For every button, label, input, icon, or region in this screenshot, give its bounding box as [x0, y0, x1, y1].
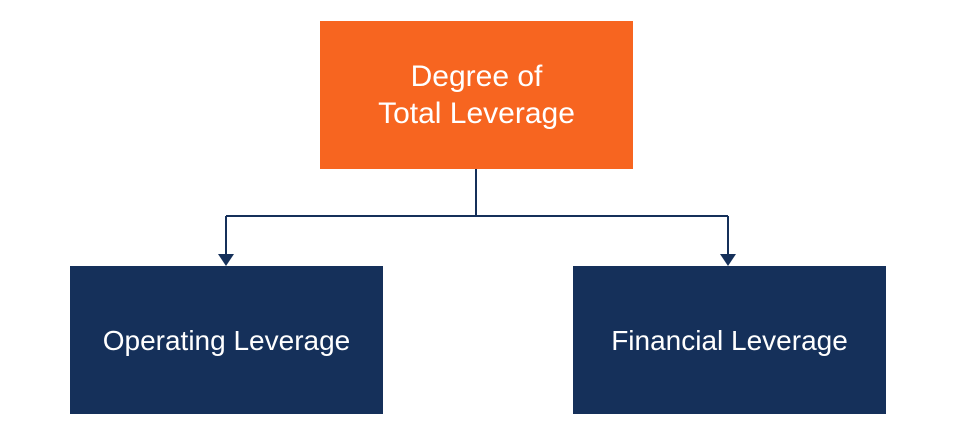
right-arrowhead — [720, 254, 736, 266]
degree-of-total-leverage-box: Degree of Total Leverage — [320, 21, 633, 169]
financial-leverage-box: Financial Leverage — [573, 266, 886, 414]
financial-leverage-label: Financial Leverage — [611, 324, 848, 356]
root-label-line2: Total Leverage — [378, 97, 575, 130]
root-label-line1: Degree of — [410, 59, 543, 93]
left-arrowhead — [218, 254, 234, 266]
operating-leverage-label: Operating Leverage — [102, 324, 351, 356]
operating-leverage-box: Operating Leverage — [70, 266, 383, 414]
